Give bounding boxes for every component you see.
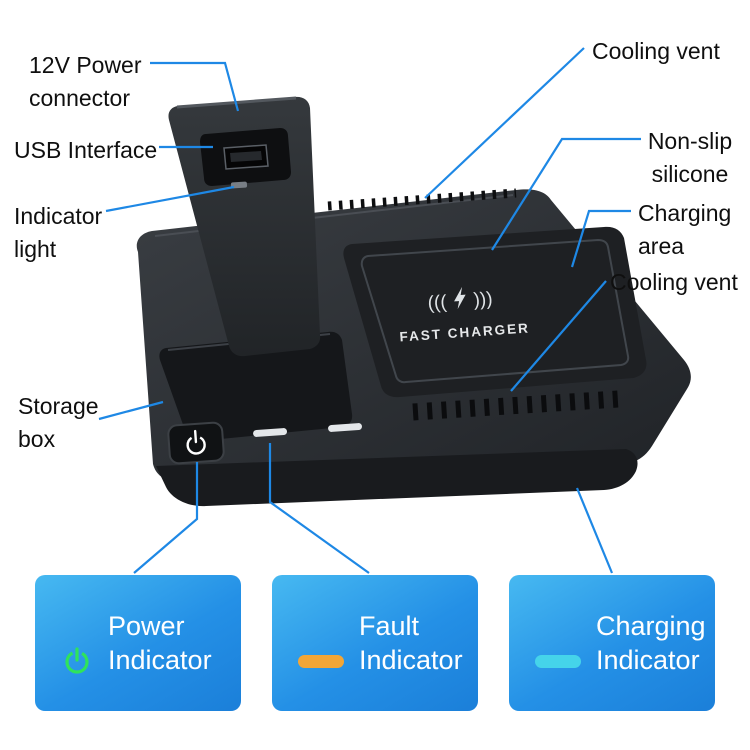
label-cooling-vent-top: Cooling vent [592,38,720,64]
power-indicator-box: Power Indicator [35,575,241,711]
callout-lines [98,47,641,574]
charging-indicator-box: Charging Indicator [509,575,715,711]
label-charging-area: Charging area [638,200,732,259]
cooling-vent-bottom-slots [412,390,619,421]
line-charging-area [570,209,631,268]
charging-bolt-icon [454,286,466,310]
line-cooling-vent-top [424,47,585,199]
wireless-charging-icon: ((( ))) [427,286,493,314]
power-icon [61,645,93,677]
charging-dash-icon [535,654,581,668]
base-front-edge [156,449,638,507]
power-button[interactable] [167,421,225,465]
pad-waves-right: ))) [473,289,493,311]
fault-indicator-box: Fault Indicator [272,575,478,711]
stand-tower [168,96,321,357]
cooling-vent-top-slots [327,188,517,211]
line-12v-power [150,61,240,112]
fault-indicator-label: Fault Indicator [359,611,463,675]
pad-waves-left: ((( [427,292,448,314]
line-storage-box [98,400,164,421]
line-indicator-light [105,185,235,213]
charging-indicator-light [328,423,363,432]
power-indicator-label: Power Indicator [108,611,212,675]
line-charging-indicator [575,487,614,574]
line-power-indicator [133,462,199,574]
line-cooling-vent-right [510,280,607,392]
label-usb-interface: USB Interface [14,137,158,163]
label-non-slip-silicone: Non-slip silicone [647,128,733,187]
fault-dash-icon [298,654,344,668]
charging-indicator-label: Charging Indicator [596,611,706,675]
line-fault-indicator [268,443,370,574]
label-storage-box: Storage box [18,393,99,452]
label-12v-power-connector: 12V Power connector [29,52,142,111]
charging-pad: ((( ))) FAST CHARGER [343,226,647,398]
label-cooling-vent-right: Cooling vent [610,269,738,295]
line-non-slip [491,137,641,251]
fault-indicator-light [253,428,288,437]
indicator-light [230,181,248,189]
label-indicator-light: Indicator light [14,203,103,262]
